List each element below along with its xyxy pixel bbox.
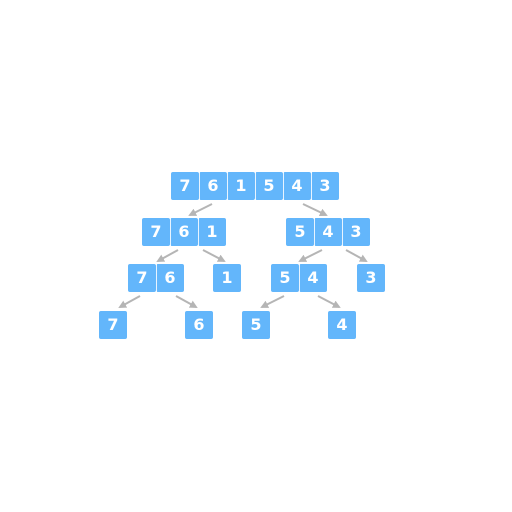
array-cell: 4 <box>328 311 356 339</box>
array-cell: 6 <box>156 264 184 292</box>
cell-divider <box>299 264 300 292</box>
array-cell: 6 <box>199 172 227 200</box>
cell-divider <box>311 172 312 200</box>
cell-divider <box>227 172 228 200</box>
array-cell: 6 <box>170 218 198 246</box>
array-cell: 3 <box>357 264 385 292</box>
array-cell: 5 <box>286 218 314 246</box>
array-cell: 7 <box>142 218 170 246</box>
cell-divider <box>170 218 171 246</box>
array-cell: 4 <box>283 172 311 200</box>
array-cell: 1 <box>213 264 241 292</box>
cell-divider <box>342 218 343 246</box>
array-cell: 3 <box>342 218 370 246</box>
arrow-root-to-right <box>302 203 328 217</box>
cell-divider <box>198 218 199 246</box>
arrow-root-to-left <box>188 203 213 216</box>
array-cell: 6 <box>185 311 213 339</box>
arrow-right-to-right-right <box>345 249 368 262</box>
arrow-right-to-right-left <box>298 249 323 262</box>
arrow-rightleft-to-4 <box>317 295 341 308</box>
array-cell: 4 <box>314 218 342 246</box>
array-cell: 7 <box>99 311 127 339</box>
array-cell: 3 <box>311 172 339 200</box>
cell-divider <box>255 172 256 200</box>
cell-divider <box>314 218 315 246</box>
array-cell: 7 <box>171 172 199 200</box>
cell-divider <box>199 172 200 200</box>
array-cell: 4 <box>299 264 327 292</box>
arrow-leftleft-to-7 <box>118 295 141 308</box>
arrow-left-to-left-right <box>202 249 226 262</box>
arrow-rightleft-to-5 <box>260 295 285 308</box>
array-cell: 5 <box>242 311 270 339</box>
arrow-left-to-left-left <box>156 249 179 262</box>
array-cell: 1 <box>198 218 226 246</box>
array-cell: 5 <box>255 172 283 200</box>
cell-divider <box>156 264 157 292</box>
array-cell: 1 <box>227 172 255 200</box>
arrow-leftleft-to-6 <box>175 295 198 308</box>
cell-divider <box>283 172 284 200</box>
array-cell: 7 <box>128 264 156 292</box>
array-cell: 5 <box>271 264 299 292</box>
